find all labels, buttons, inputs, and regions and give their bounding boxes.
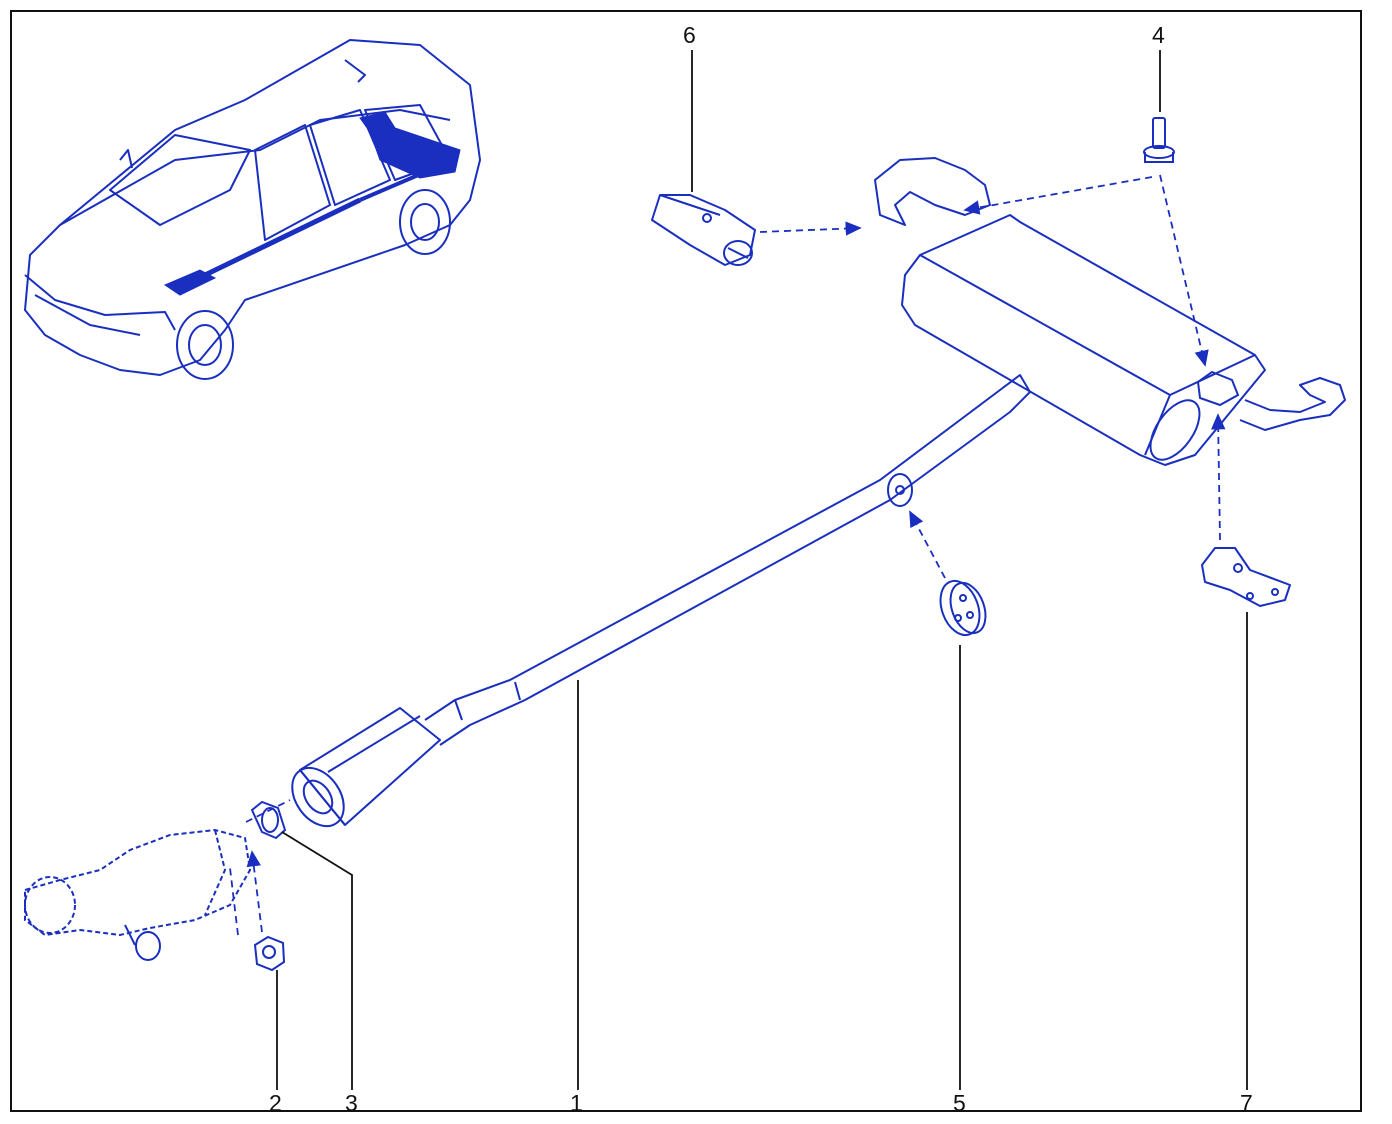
callout-1: 1 [570, 1090, 583, 1116]
assembly-arrows [229, 174, 1226, 936]
exhaust-pipe [291, 374, 1031, 828]
hanger-on-pipe [887, 473, 913, 507]
oxygen-sensor [124, 924, 161, 961]
diagram-frame [10, 10, 1362, 1112]
callout-6: 6 [683, 22, 696, 48]
rear-silencer-bracket [1201, 547, 1291, 607]
callout-2: 2 [269, 1090, 282, 1116]
rear-silencer [874, 157, 1346, 466]
front-silencer-bracket [651, 194, 756, 266]
catalytic-converter [24, 828, 252, 937]
leader-lines [276, 50, 1248, 1090]
gasket [250, 800, 287, 840]
nut [253, 935, 286, 972]
rear-bracket-fitted [1196, 370, 1240, 407]
callout-5: 5 [953, 1090, 966, 1116]
vehicle-illustration [24, 39, 481, 380]
vehicle-exhaust-highlight [163, 111, 461, 296]
callout-7: 7 [1240, 1090, 1253, 1116]
callout-3: 3 [345, 1090, 358, 1116]
bolt [1143, 117, 1175, 163]
callout-4: 4 [1152, 22, 1165, 48]
rubber-hanger [939, 579, 987, 637]
